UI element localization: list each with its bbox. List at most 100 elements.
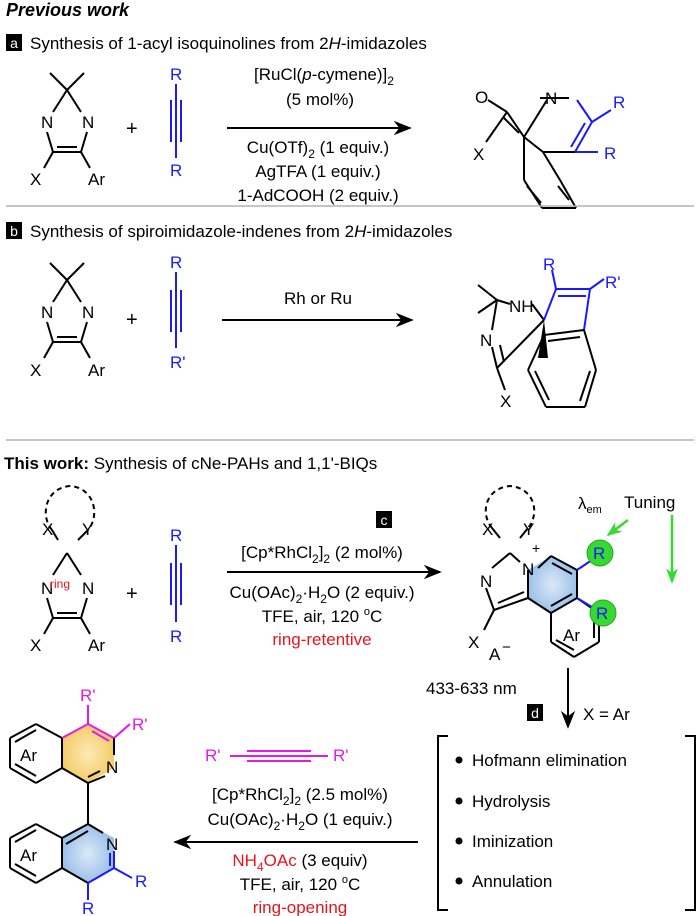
wedge-bond <box>538 320 548 358</box>
r-highlight-circle <box>589 599 617 627</box>
atom-r: R <box>170 65 182 84</box>
condition-oxidant-c: Cu(OAc)2·H2O (2 equiv.) <box>229 583 414 606</box>
atom-x: X <box>30 636 41 655</box>
atom-x: X <box>468 633 479 652</box>
atom-n: N <box>545 89 557 108</box>
isoquinoline-product-a <box>485 97 612 209</box>
atom-n-plus: N <box>522 560 534 579</box>
step-item: Hydrolysis <box>472 792 550 811</box>
atom-n: N <box>106 835 118 854</box>
bullet <box>455 797 463 805</box>
step-item: Hofmann elimination <box>472 751 627 770</box>
atom-ar: Ar <box>88 361 105 380</box>
spiroindene-product-b <box>477 269 605 408</box>
atom-r: R <box>596 604 608 623</box>
condition-solvent-d: TFE, air, 120 oC <box>240 874 360 894</box>
step-item: Annulation <box>472 872 552 891</box>
atom-x: X <box>42 520 53 539</box>
atom-ar: Ar <box>20 846 37 865</box>
plus-sign: + <box>126 118 138 140</box>
bullet <box>455 756 463 764</box>
panel-b-letter: b <box>10 223 18 239</box>
alkyne-c <box>170 545 182 622</box>
atom-y: Y <box>523 520 534 539</box>
emission-range: 433-633 nm <box>426 679 517 698</box>
atom-r-prime: R' <box>80 686 96 705</box>
panel-c-badge <box>376 511 392 528</box>
condition-solvent-c: TFE, air, 120 oC <box>262 606 382 626</box>
condition-acid-a: 1-AdCOOH (2 equiv.) <box>237 186 398 205</box>
atom-x: X <box>473 145 484 164</box>
steps-bracket <box>437 735 696 911</box>
plus-sign: + <box>126 583 138 605</box>
atom-r: R <box>135 872 147 891</box>
ring-retentive-label: ring-retentive <box>272 630 371 649</box>
atom-r-prime: R' <box>170 353 186 372</box>
tuning-arrow <box>606 519 629 536</box>
condition-metal-b: Rh or Ru <box>284 289 352 308</box>
atom-n: N <box>41 113 53 132</box>
plus-sign: + <box>126 309 138 331</box>
atom-x: X <box>30 170 41 189</box>
atom-o: O <box>475 88 488 107</box>
atom-r-prime: R' <box>132 715 148 734</box>
ring-label: ring <box>50 577 70 591</box>
step-item: Iminization <box>472 832 553 851</box>
condition-catalyst-d: [Cp*RhCl2]2 (2.5 mol%) <box>212 785 388 808</box>
panel-a-badge <box>6 34 22 51</box>
condition-loading-a: (5 mol%) <box>286 90 354 109</box>
alkyne-reagent-left: R' <box>205 746 221 765</box>
atom-r: R <box>543 255 555 274</box>
atom-ar: Ar <box>20 746 37 765</box>
alkyne-reagent-right: R' <box>333 746 349 765</box>
panel-b-badge <box>6 222 22 239</box>
atom-n: N <box>41 579 53 598</box>
alkyne-b <box>170 272 182 348</box>
pyridine-highlight-yellow <box>62 724 114 783</box>
atom-r-prime: R' <box>605 273 621 292</box>
ring-opening-label: ring-opening <box>253 898 348 916</box>
atom-nh: NH <box>509 297 534 316</box>
bullet <box>455 877 463 885</box>
atom-r: R <box>170 627 182 646</box>
cne-pah-product-c <box>483 484 600 658</box>
panel-b-heading: Synthesis of spiroimidazole-indenes from… <box>30 222 452 241</box>
bullet <box>455 837 463 845</box>
atom-n: N <box>82 303 94 322</box>
ring-imidazole-c <box>43 484 96 635</box>
r-highlight-circle <box>586 539 614 567</box>
condition-oxidant-a: Cu(OTf)2 (1 equiv.) <box>247 138 389 161</box>
biq-product <box>9 705 133 900</box>
atom-n: N <box>480 572 492 591</box>
tuning-label: Tuning <box>624 493 675 512</box>
condition-catalyst-c: [Cp*RhCl2]2 (2 mol%) <box>241 543 403 566</box>
atom-y: Y <box>82 520 93 539</box>
imidazole-a <box>43 72 91 169</box>
panel-d-badge <box>527 704 543 721</box>
alkyne-a <box>170 84 182 158</box>
atom-x: X <box>30 361 41 380</box>
panel-d-letter: d <box>531 705 539 721</box>
panel-c-letter: c <box>381 512 388 528</box>
x-equals-ar: X = Ar <box>583 705 630 724</box>
lambda-em: λem <box>578 494 602 516</box>
atom-n: N <box>82 113 94 132</box>
negative-charge: − <box>502 639 511 656</box>
condition-oxidant-d: Cu(OAc)2·H2O (1 equiv.) <box>207 810 392 833</box>
atom-r: R <box>170 161 182 180</box>
alkyne-d <box>230 750 328 762</box>
atom-ar: Ar <box>88 170 105 189</box>
imidazole-b <box>43 262 91 359</box>
atom-x: X <box>500 392 511 411</box>
atom-r: R <box>613 93 625 112</box>
positive-charge: + <box>532 540 540 556</box>
atom-n: N <box>82 579 94 598</box>
atom-ar: Ar <box>563 626 580 645</box>
atom-n: N <box>480 331 492 350</box>
atom-r: R <box>593 544 605 563</box>
condition-additive-a: AgTFA (1 equiv.) <box>255 162 380 181</box>
counter-anion: A <box>489 645 501 664</box>
atom-ar: Ar <box>88 636 105 655</box>
atom-x: X <box>482 520 493 539</box>
